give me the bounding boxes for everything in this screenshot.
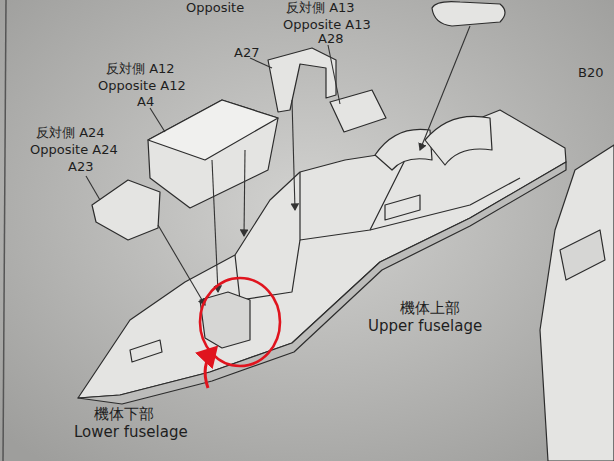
- part-name: Upper fuselage: [368, 318, 482, 335]
- label-text: Opposite A13: [283, 18, 371, 32]
- leader-line: [328, 45, 340, 104]
- label-text: 反対側 A13: [286, 1, 355, 15]
- part-name: Lower fuselage: [74, 424, 188, 441]
- label-text: 反対側 A24: [36, 126, 105, 140]
- label-text: Opposite A12: [98, 79, 186, 93]
- detail-block: [385, 195, 420, 220]
- intake-ring: [375, 129, 432, 170]
- callout-number: B20: [578, 66, 603, 80]
- intake-ring: [425, 116, 492, 165]
- callout-number: A28: [318, 32, 343, 46]
- upper-fuselage: [540, 145, 614, 461]
- assembly-arrow: [212, 160, 218, 292]
- callout-number: A4: [137, 95, 154, 109]
- red-arrow: [205, 350, 214, 388]
- label-text: Opposite A24: [30, 143, 118, 157]
- intake-part-seat: [200, 292, 250, 348]
- label-text: 反対側 A12: [106, 62, 175, 76]
- part-name: 機体下部: [94, 406, 154, 423]
- label-text: Opposite: [186, 1, 244, 15]
- leader-line: [86, 176, 100, 200]
- callout-number: A27: [234, 46, 259, 60]
- assembly-arrow: [292, 100, 295, 210]
- part-top: [432, 2, 505, 26]
- leader-line: [150, 108, 165, 132]
- nose-detail: [130, 340, 162, 362]
- assembly-arrow: [420, 26, 470, 150]
- page-border: [3, 0, 6, 461]
- part-name: 機体上部: [400, 300, 460, 317]
- upper-fuselage-detail: [560, 230, 605, 280]
- part-a23: [92, 180, 160, 240]
- panel-line: [370, 178, 520, 230]
- assembly-arrow: [158, 225, 205, 305]
- part-a27: [268, 48, 336, 112]
- callout-number: A23: [68, 160, 93, 174]
- fuselage-side: [78, 162, 566, 404]
- assembly-arrow: [244, 150, 245, 236]
- part-a4-top: [148, 100, 278, 160]
